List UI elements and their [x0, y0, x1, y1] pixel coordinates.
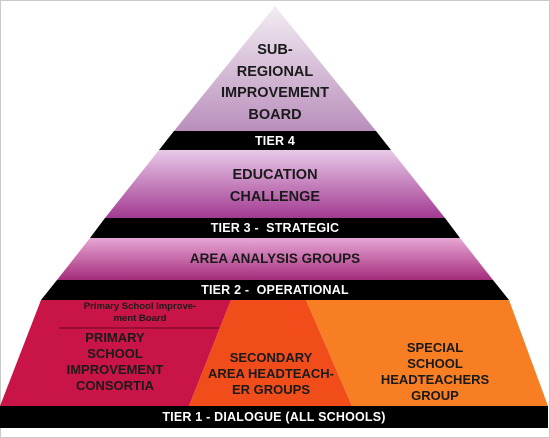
tier1-bar-shape [0, 406, 548, 428]
primary-section-shape [0, 300, 231, 406]
secondary-groups-label: SECONDARY AREA HEADTEACH- ER GROUPS [208, 350, 334, 397]
area-analysis-section [57, 238, 493, 280]
primary-board-label: Primary School Improve- ment Board [83, 301, 197, 324]
education-challenge-section [105, 150, 445, 218]
tier1-bar-label: TIER 1 - DIALOGUE (ALL SCHOOLS) [162, 410, 386, 424]
tier3-bar-label: TIER 3 - STRATEGIC [210, 221, 340, 235]
tier2-bar-shape [41, 280, 509, 300]
tier4-bar-label: TIER 4 [254, 134, 296, 148]
special-groups-label: SPECIAL SCHOOL HEADTEACHERS GROUP [380, 340, 490, 403]
tier2-bar-label: TIER 2 - OPERATIONAL [201, 283, 349, 297]
secondary-section-shape [189, 300, 352, 406]
tier4-bar-shape [159, 131, 391, 150]
apex-section [174, 6, 376, 131]
primary-consortia-label: PRIMARY SCHOOL IMPROVEMENT CONSORTIA [66, 330, 164, 393]
apex-label: SUB- REGIONAL IMPROVEMENT BOARD [221, 42, 329, 123]
tier3-bar-shape [90, 218, 460, 238]
special-section-shape [306, 300, 548, 406]
education-challenge-label: EDUCATION CHALLENGE [229, 167, 321, 205]
area-analysis-label: AREA ANALYSIS GROUPS [189, 251, 361, 266]
